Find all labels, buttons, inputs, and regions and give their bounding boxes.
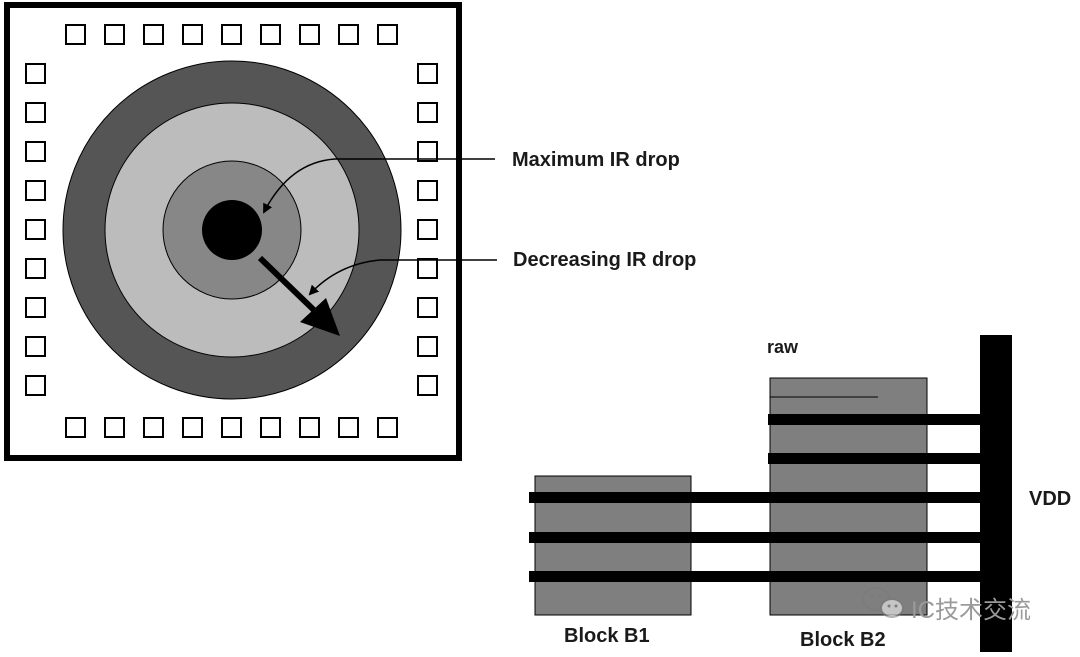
watermark-text: IC技术交流 — [911, 597, 1031, 624]
io-pad — [25, 141, 46, 162]
io-pad — [417, 375, 438, 396]
io-pad — [25, 219, 46, 240]
io-pad — [338, 417, 359, 438]
block-b1-label: Block B1 — [564, 625, 650, 647]
io-pad — [221, 24, 242, 45]
io-pad — [65, 417, 86, 438]
block-b2-label: Block B2 — [800, 629, 886, 651]
io-pad — [338, 24, 359, 45]
radial-arrow — [257, 255, 340, 336]
io-pad — [417, 336, 438, 357]
io-pad — [65, 24, 86, 45]
io-pad — [104, 417, 125, 438]
io-pad — [25, 258, 46, 279]
io-pad — [221, 417, 242, 438]
power-strap — [768, 453, 982, 464]
io-pad — [143, 417, 164, 438]
io-pad — [417, 297, 438, 318]
power-strap — [529, 571, 982, 582]
io-pad — [25, 180, 46, 201]
io-pad — [299, 24, 320, 45]
decreasing-ir-drop-label: Decreasing IR drop — [513, 249, 697, 271]
io-pad — [25, 336, 46, 357]
io-pad — [182, 24, 203, 45]
wechat-icon — [862, 587, 904, 618]
vdd-rail — [980, 335, 1012, 652]
io-pad — [299, 417, 320, 438]
io-pad — [25, 102, 46, 123]
io-pad — [417, 102, 438, 123]
io-pad — [417, 219, 438, 240]
block-diagram — [529, 335, 1012, 652]
io-pad — [417, 258, 438, 279]
io-pad — [417, 180, 438, 201]
io-pad — [182, 417, 203, 438]
ir-drop-map — [62, 60, 402, 400]
io-pad — [143, 24, 164, 45]
power-strap — [768, 414, 982, 425]
io-pad — [25, 375, 46, 396]
io-pad — [260, 417, 281, 438]
io-pad — [377, 417, 398, 438]
io-pad — [377, 24, 398, 45]
io-pad — [25, 297, 46, 318]
center-hotspot — [202, 200, 262, 260]
max-leader-line — [263, 158, 495, 214]
io-pad — [417, 141, 438, 162]
io-pads — [25, 24, 438, 438]
decreasing-leader-line — [308, 259, 497, 296]
power-strap — [529, 492, 982, 503]
stray-raw-label: raw — [767, 337, 799, 357]
io-pad — [25, 63, 46, 84]
io-pad — [417, 63, 438, 84]
maximum-ir-drop-label: Maximum IR drop — [512, 149, 680, 171]
io-pad — [260, 24, 281, 45]
vdd-label: VDD — [1029, 488, 1072, 510]
power-strap — [529, 532, 982, 543]
io-pad — [104, 24, 125, 45]
